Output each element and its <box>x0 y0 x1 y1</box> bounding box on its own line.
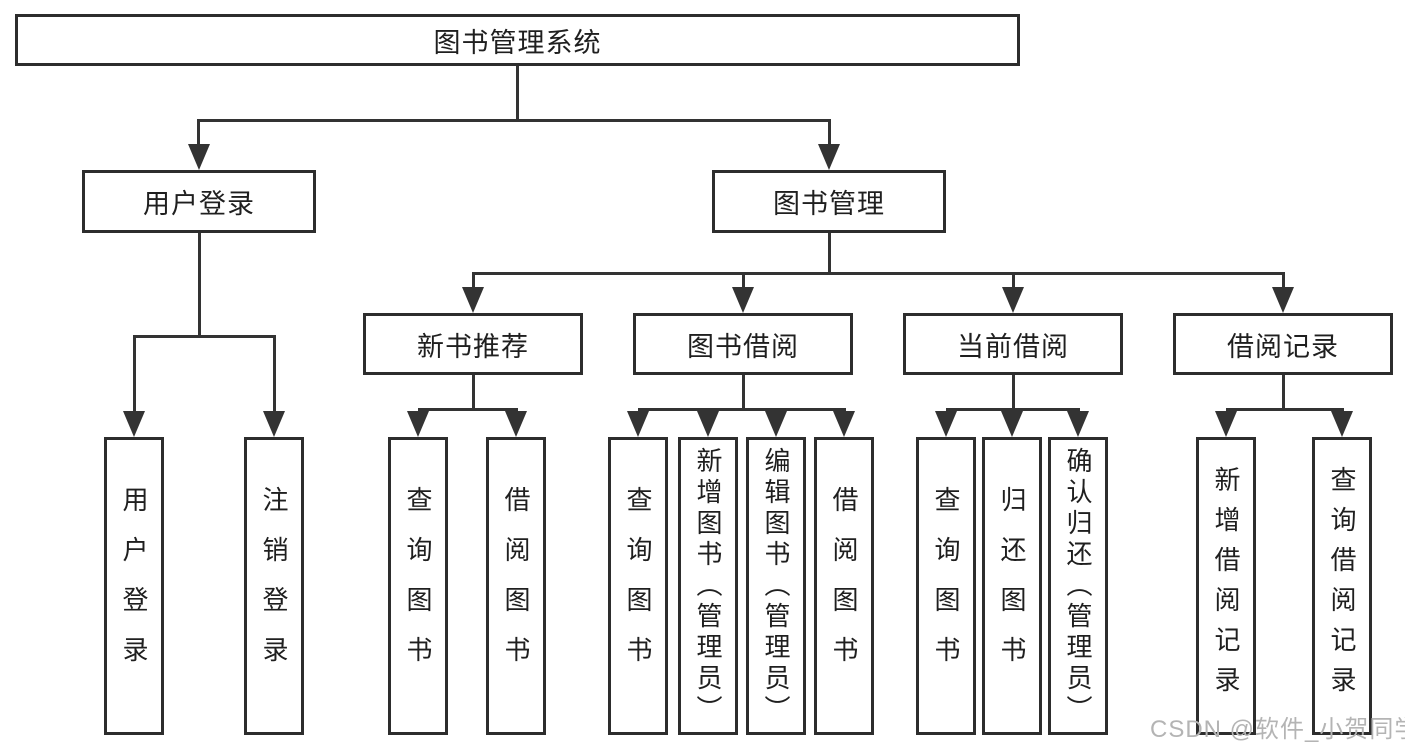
leaf-label: 用户登录 <box>119 486 149 686</box>
connector-rail <box>418 408 518 411</box>
leaf-add-book-admin: 新增图书（管理员） <box>678 437 738 735</box>
leaf-label: 借阅图书 <box>829 486 859 686</box>
arrow-down-icon <box>818 144 840 170</box>
connector-stem <box>472 272 475 289</box>
node-label: 图书管理系统 <box>433 27 602 58</box>
leaf-label: 查询图书 <box>403 486 433 686</box>
connector-rail <box>134 335 276 338</box>
connector-rail <box>1226 408 1344 411</box>
leaf-query-books-recommend: 查询图书 <box>388 437 448 735</box>
connector-stem <box>516 66 519 119</box>
arrow-down-icon <box>1272 287 1294 313</box>
leaf-label: 借阅图书 <box>501 486 531 686</box>
connector-stem <box>1012 272 1015 289</box>
leaf-logout: 注销登录 <box>244 437 304 735</box>
leaf-return-books: 归还图书 <box>982 437 1042 735</box>
connector-stem <box>472 375 475 408</box>
node-label: 当前借阅 <box>957 331 1069 362</box>
leaf-query-books-current: 查询图书 <box>916 437 976 735</box>
leaf-label: 查询图书 <box>623 486 653 686</box>
leaf-label: 新增图书（管理员） <box>693 446 723 726</box>
node-label: 图书管理 <box>773 189 885 219</box>
connector-stem <box>742 375 745 408</box>
arrow-down-icon <box>407 411 429 437</box>
leaf-confirm-return-admin: 确认归还（管理员） <box>1048 437 1108 735</box>
connector-stem <box>133 335 136 412</box>
node-borrowing-records: 借阅记录 <box>1173 313 1393 375</box>
leaf-borrow-books-recommend: 借阅图书 <box>486 437 546 735</box>
arrow-down-icon <box>1002 287 1024 313</box>
arrow-down-icon <box>1215 411 1237 437</box>
arrow-down-icon <box>1067 411 1089 437</box>
node-current-borrowing: 当前借阅 <box>903 313 1123 375</box>
leaf-label: 注销登录 <box>259 486 289 686</box>
arrow-down-icon <box>732 287 754 313</box>
arrow-down-icon <box>462 287 484 313</box>
arrow-down-icon <box>1001 411 1023 437</box>
node-label: 新书推荐 <box>417 331 529 362</box>
leaf-label: 新增借阅记录 <box>1211 466 1241 706</box>
connector-stem <box>742 272 745 289</box>
connector-stem <box>273 335 276 412</box>
leaf-query-books-borrow: 查询图书 <box>608 437 668 735</box>
leaf-add-borrow-record: 新增借阅记录 <box>1196 437 1256 735</box>
node-label: 借阅记录 <box>1227 331 1339 362</box>
connector-stem <box>1282 272 1285 289</box>
leaf-label: 查询借阅记录 <box>1327 466 1357 706</box>
leaf-label: 归还图书 <box>997 486 1027 686</box>
leaf-label: 确认归还（管理员） <box>1063 446 1093 726</box>
arrow-down-icon <box>505 411 527 437</box>
node-book-borrowing: 图书借阅 <box>633 313 853 375</box>
connector-rail <box>473 272 1285 275</box>
connector-stem <box>197 119 200 146</box>
arrow-down-icon <box>1331 411 1353 437</box>
connector-stem <box>828 119 831 146</box>
connector-rail <box>638 408 846 411</box>
node-book-management: 图书管理 <box>712 170 946 233</box>
connector-stem <box>828 233 831 272</box>
arrow-down-icon <box>697 411 719 437</box>
connector-rail <box>946 408 1080 411</box>
leaf-label: 编辑图书（管理员） <box>761 446 791 726</box>
arrow-down-icon <box>263 411 285 437</box>
arrow-down-icon <box>833 411 855 437</box>
leaf-label: 查询图书 <box>931 486 961 686</box>
node-new-book-recommend: 新书推荐 <box>363 313 583 375</box>
connector-rail <box>198 119 831 122</box>
node-library-management-system: 图书管理系统 <box>15 14 1020 66</box>
connector-stem <box>1282 375 1285 408</box>
node-user-login: 用户登录 <box>82 170 316 233</box>
arrow-down-icon <box>627 411 649 437</box>
arrow-down-icon <box>935 411 957 437</box>
connector-stem <box>198 233 201 335</box>
leaf-edit-book-admin: 编辑图书（管理员） <box>746 437 806 735</box>
node-label: 图书借阅 <box>687 331 799 362</box>
arrow-down-icon <box>765 411 787 437</box>
leaf-user-login: 用户登录 <box>104 437 164 735</box>
arrow-down-icon <box>188 144 210 170</box>
leaf-query-borrow-record: 查询借阅记录 <box>1312 437 1372 735</box>
leaf-borrow-books: 借阅图书 <box>814 437 874 735</box>
connector-stem <box>1012 375 1015 408</box>
arrow-down-icon <box>123 411 145 437</box>
watermark: CSDN @软件_小贺同学 <box>1150 716 1405 743</box>
node-label: 用户登录 <box>143 189 255 219</box>
